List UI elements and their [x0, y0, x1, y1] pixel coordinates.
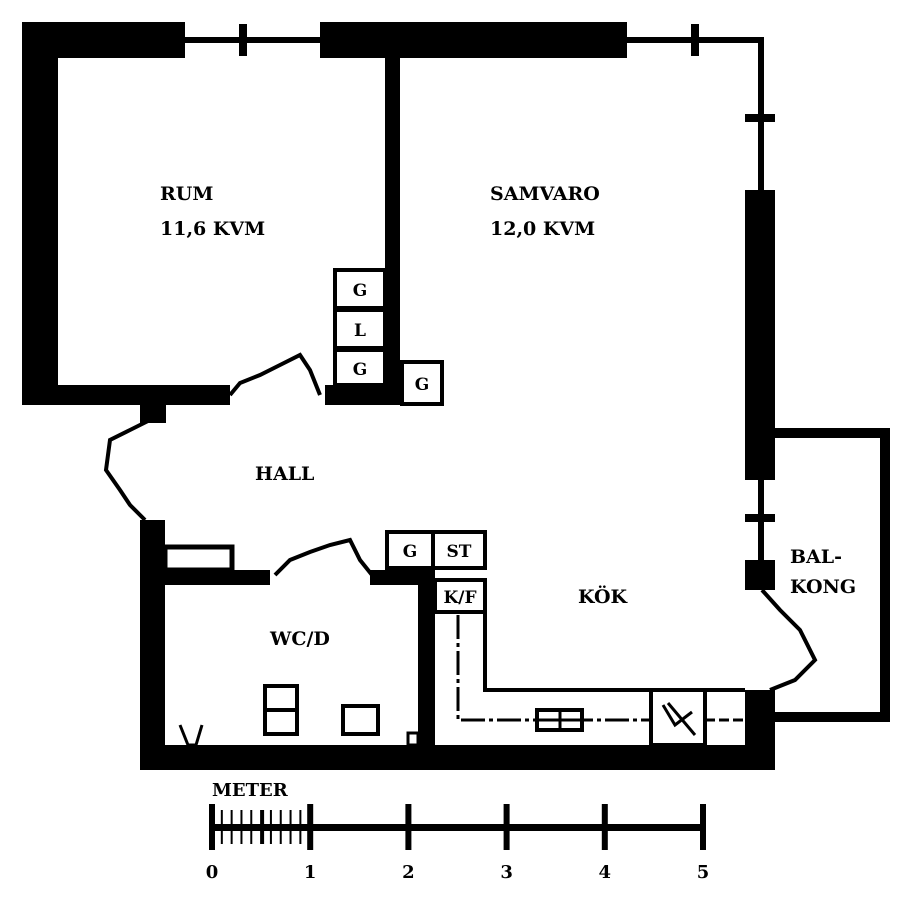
outline-lines — [103, 268, 890, 747]
scale-major-tick — [405, 804, 412, 850]
scale-minor-tick — [230, 810, 233, 844]
scale-minor-tick — [240, 810, 243, 844]
room-labels: RUM 11,6 KVM SAMVARO 12,0 KVM HALL KÖK W… — [160, 183, 856, 650]
scale-major-tick — [700, 804, 706, 850]
scale-major-tick — [209, 804, 215, 850]
room-rum-area: 11,6 KVM — [160, 218, 265, 240]
scale-minor-tick — [299, 810, 302, 844]
fixture-st: ST — [447, 542, 472, 562]
scale-title: METER — [212, 780, 289, 801]
room-balkong-line1: BAL- — [790, 546, 842, 568]
room-samvaro-area: 12,0 KVM — [490, 218, 595, 240]
scale-minor-tick — [279, 810, 282, 844]
room-balkong-line2: KONG — [790, 576, 856, 598]
scale-tick-label: 5 — [697, 862, 710, 883]
room-samvaro-name: SAMVARO — [490, 183, 600, 205]
fixture-g-3: G — [415, 375, 430, 395]
scale-major-tick — [503, 804, 510, 850]
scale-major-tick — [307, 804, 314, 850]
scale-minor-tick — [269, 810, 272, 844]
fixture-labels: G L G G G ST K/F — [353, 281, 477, 608]
fixture-kf: K/F — [443, 588, 476, 608]
room-kok-name: KÖK — [578, 585, 629, 608]
scale-tick-label: 2 — [402, 862, 415, 883]
room-wc-name: WC/D — [269, 628, 330, 650]
fixture-g-4: G — [403, 542, 418, 562]
scale-tick-label: 0 — [206, 862, 219, 883]
scale-minor-tick — [250, 810, 253, 844]
fixture-g-2: G — [353, 360, 368, 380]
scale-minor-tick — [289, 810, 292, 844]
scale-major-tick — [601, 804, 608, 850]
fixture-g-1: G — [353, 281, 368, 301]
fixture-l: L — [354, 321, 366, 341]
walls — [22, 22, 775, 770]
scale-tick-label: 3 — [500, 862, 513, 883]
scale-tick-label: 1 — [304, 862, 317, 883]
scale-tick-label: 4 — [599, 862, 612, 883]
room-hall-name: HALL — [255, 463, 314, 485]
scale-minor-tick — [260, 810, 265, 844]
scale-minor-tick — [220, 810, 223, 844]
scale-bar: METER 0 1 2 3 4 5 — [206, 780, 710, 883]
room-rum-name: RUM — [160, 183, 213, 205]
